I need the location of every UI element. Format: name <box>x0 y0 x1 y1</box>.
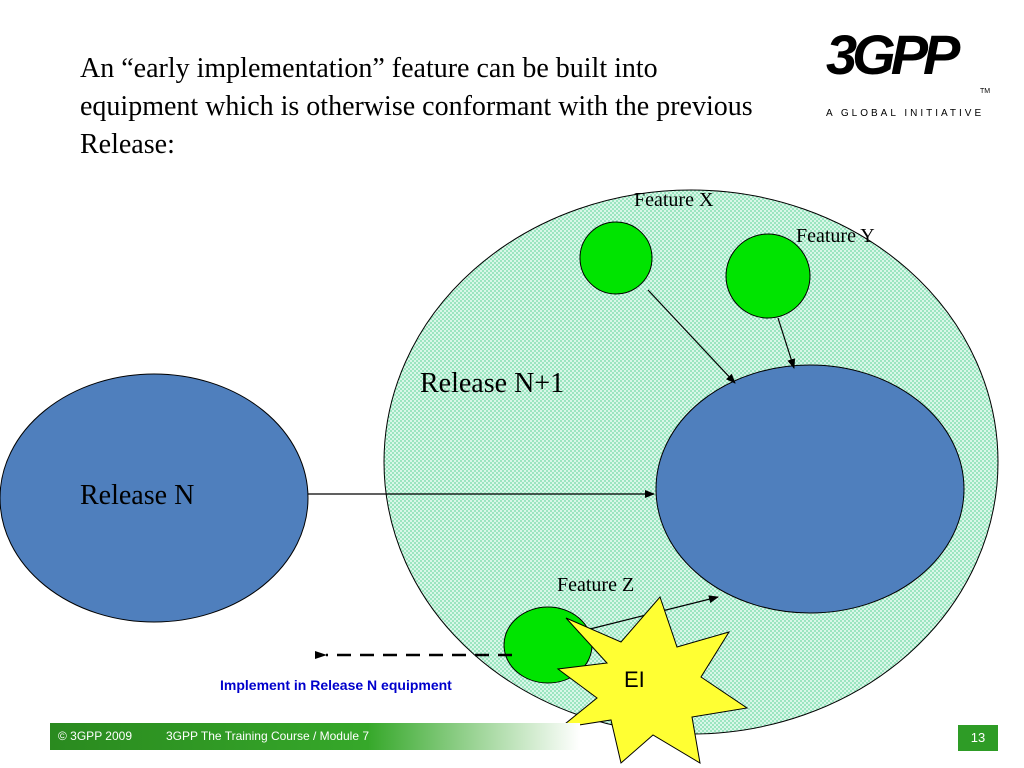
release-n1-label: Release N+1 <box>420 368 565 399</box>
feature-x-arrow <box>647 289 736 384</box>
implement-note: Implement in Release N equipment <box>220 677 452 693</box>
ei-burst-shape <box>556 596 749 764</box>
feature-y-arrow <box>777 317 796 369</box>
logo-wordmark: 3GPP <box>826 23 960 86</box>
logo-trademark: TM <box>980 88 991 95</box>
feature-x-label: Feature X <box>634 189 714 211</box>
release-n-label: Release N <box>80 480 195 511</box>
slide-title: An “early implementation” feature can be… <box>80 53 753 160</box>
footer-copyright: © 3GPP 2009 <box>58 729 133 743</box>
footer-course: 3GPP The Training Course / Module 7 <box>166 729 370 743</box>
page-number: 13 <box>958 725 998 751</box>
release-n-ellipse <box>0 373 309 623</box>
feature-y-circle <box>725 233 811 319</box>
release-n-core-ellipse <box>655 364 965 614</box>
footer-bar <box>50 723 580 750</box>
feature-y-label: Feature Y <box>796 225 875 247</box>
logo-tagline: A GLOBAL INITIATIVE <box>826 108 985 119</box>
feature-z-label: Feature Z <box>557 574 635 596</box>
ei-label: EI <box>624 667 645 692</box>
feature-x-circle <box>579 221 653 295</box>
3gpp-logo: 3GPP TM A GLOBAL INITIATIVE <box>822 20 1002 125</box>
